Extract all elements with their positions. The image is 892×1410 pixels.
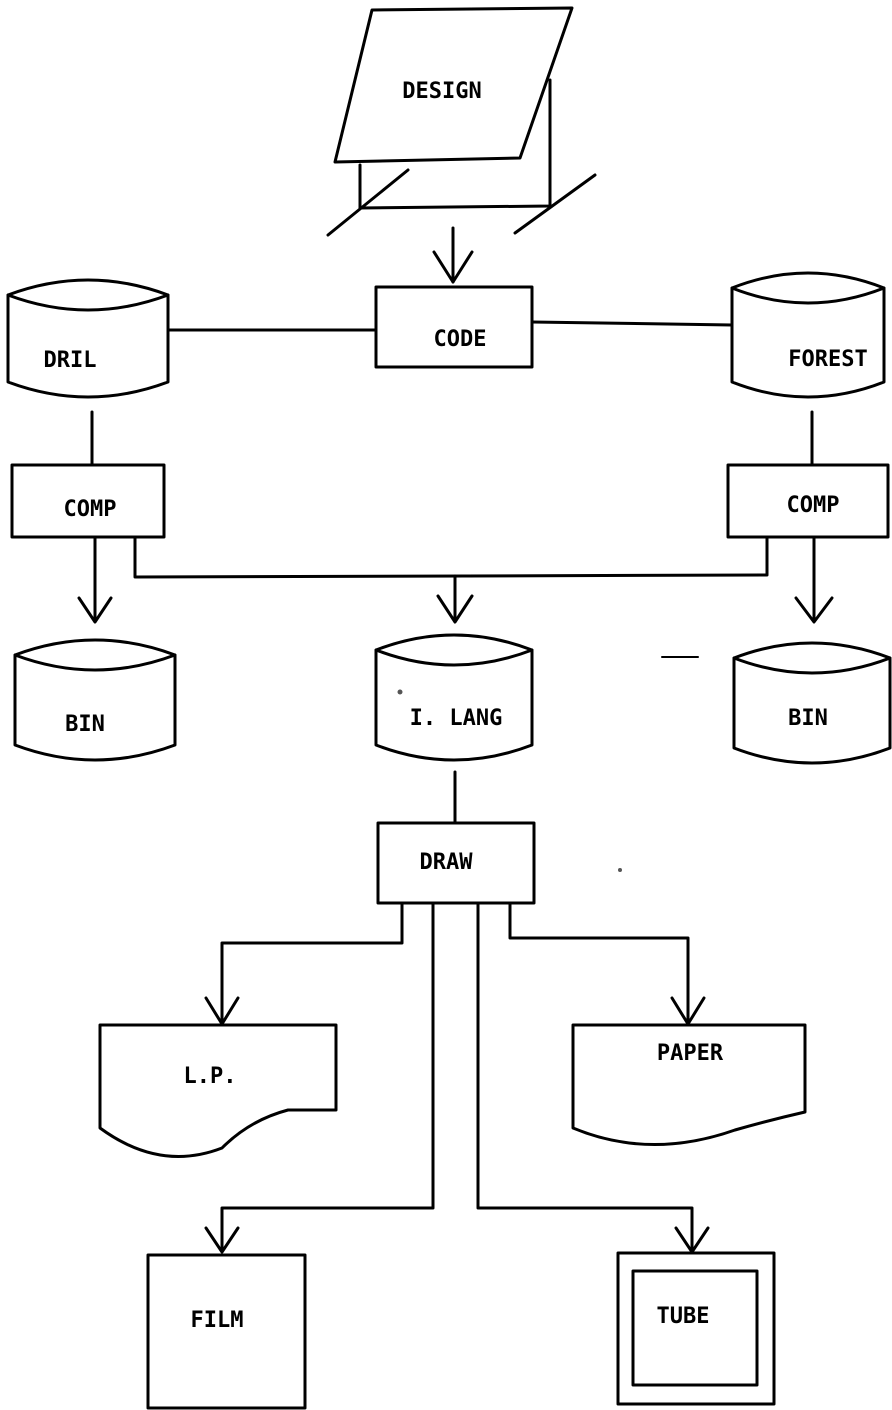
comp-left-label: COMP bbox=[64, 497, 117, 522]
dril-storage: DRIL bbox=[6, 278, 170, 399]
paper-label: PAPER bbox=[657, 1041, 724, 1066]
arrow-comp-right-to-bin bbox=[794, 535, 834, 624]
code-label: CODE bbox=[434, 327, 487, 352]
arrow-design-to-code bbox=[432, 226, 474, 284]
comp-right-label: COMP bbox=[787, 493, 840, 518]
connector-comps-to-i-lang bbox=[133, 535, 769, 624]
lp-label: L.P. bbox=[184, 1064, 237, 1089]
bin-left-label: BIN bbox=[65, 712, 105, 737]
draw-label: DRAW bbox=[420, 850, 474, 875]
bin-left-storage: BIN bbox=[13, 638, 177, 762]
stray-dot bbox=[618, 868, 622, 872]
design-stand bbox=[358, 78, 552, 210]
dril-label: DRIL bbox=[44, 348, 97, 373]
lp-document: L.P. bbox=[98, 1023, 338, 1158]
design-leg-left bbox=[326, 168, 410, 237]
design-leg-right bbox=[513, 173, 597, 235]
design-terminal: DESIGN bbox=[326, 6, 597, 237]
design-board bbox=[333, 6, 574, 164]
i-lang-storage: I. LANG bbox=[374, 633, 534, 762]
forest-storage: FOREST bbox=[730, 271, 886, 399]
arrow-draw-to-lp bbox=[204, 901, 404, 1026]
draw-box: DRAW bbox=[376, 821, 536, 905]
bin-right-storage: BIN bbox=[732, 641, 892, 765]
tube-label: TUBE bbox=[657, 1304, 710, 1329]
design-label: DESIGN bbox=[402, 79, 481, 104]
film-box: FILM bbox=[146, 1253, 307, 1410]
code-box: CODE bbox=[374, 285, 534, 369]
arrow-draw-to-tube bbox=[476, 901, 710, 1254]
arrow-draw-to-film bbox=[204, 901, 435, 1254]
forest-label: FOREST bbox=[788, 347, 867, 372]
arrow-comp-left-to-bin bbox=[77, 535, 113, 624]
film-label: FILM bbox=[191, 1308, 244, 1333]
paper-document: PAPER bbox=[571, 1023, 807, 1146]
comp-left-box: COMP bbox=[10, 463, 166, 539]
comp-right-box: COMP bbox=[726, 463, 890, 539]
bin-right-label: BIN bbox=[788, 706, 828, 731]
i-lang-label: I. LANG bbox=[410, 706, 503, 731]
connector-code-forest bbox=[530, 320, 734, 327]
arrow-draw-to-paper bbox=[508, 901, 706, 1026]
tube-display: TUBE bbox=[616, 1251, 776, 1406]
